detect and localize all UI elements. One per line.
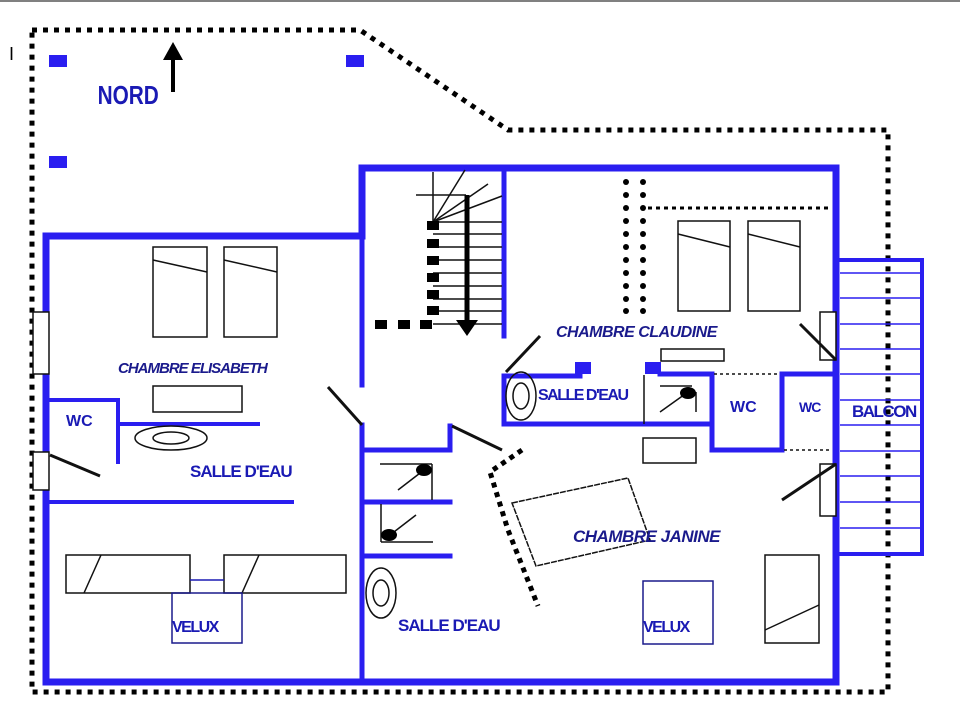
window bbox=[32, 311, 50, 375]
room-label-chambre-elisabeth: CHAMBRE ELISABETH bbox=[118, 360, 269, 377]
room-label-chambre-janine: CHAMBRE JANINE bbox=[573, 527, 721, 546]
compass-label: NORD bbox=[98, 81, 159, 110]
interior-walls bbox=[48, 167, 835, 685]
room-label-wc-east-1: WC bbox=[730, 399, 757, 416]
label-velux-west: VELUX bbox=[172, 619, 220, 636]
room-label-wc-west: WC bbox=[66, 413, 93, 430]
furniture-claudine bbox=[623, 179, 837, 362]
furniture-elisabeth bbox=[134, 246, 278, 451]
cursor-mark: I bbox=[9, 44, 14, 64]
room-label-wc-east-2: WC bbox=[799, 399, 821, 415]
furniture-central bbox=[365, 463, 433, 619]
room-label-salle-eau-central: SALLE D'EAU bbox=[398, 616, 500, 635]
marker bbox=[49, 55, 67, 67]
furniture-west-bottom bbox=[65, 554, 347, 644]
window bbox=[32, 451, 50, 491]
room-label-salle-eau-west: SALLE D'EAU bbox=[190, 462, 292, 481]
room-label-salle-eau-north: SALLE D'EAU bbox=[538, 387, 628, 404]
room-label-balcon: BALCON bbox=[852, 402, 917, 421]
balcony bbox=[836, 258, 924, 556]
top-border bbox=[0, 0, 960, 2]
marker bbox=[645, 362, 661, 374]
marker bbox=[346, 55, 364, 67]
furniture-north-bathroom bbox=[505, 371, 697, 464]
room-label-chambre-claudine: CHAMBRE CLAUDINE bbox=[556, 324, 719, 341]
north-arrow-icon bbox=[163, 42, 183, 92]
marker bbox=[49, 156, 67, 168]
stair-direction-arrow-icon bbox=[456, 320, 478, 336]
doors bbox=[49, 322, 838, 502]
staircase bbox=[375, 169, 503, 336]
label-velux-east: VELUX bbox=[643, 619, 691, 636]
marker bbox=[575, 362, 591, 374]
furniture-janine bbox=[487, 447, 837, 645]
